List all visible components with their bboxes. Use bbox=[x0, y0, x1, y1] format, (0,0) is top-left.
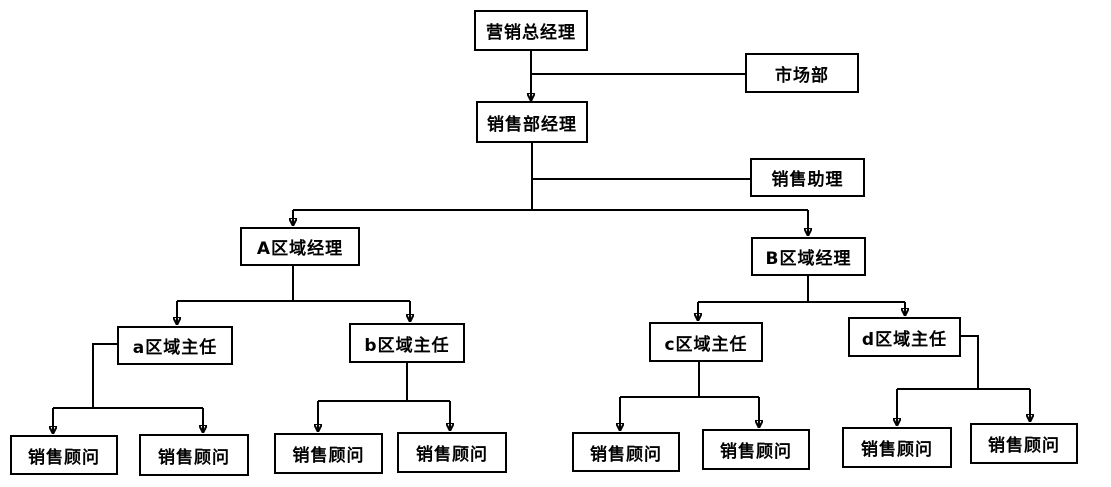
node-district-a-director: a区域主任 bbox=[117, 326, 233, 365]
node-district-c-director: c区域主任 bbox=[649, 322, 763, 362]
node-sales-manager: 销售部经理 bbox=[476, 101, 588, 143]
node-region-a-manager: A区域经理 bbox=[240, 227, 360, 266]
node-sales-consultant-6: 销售顾问 bbox=[702, 429, 810, 470]
node-sales-consultant-8: 销售顾问 bbox=[970, 423, 1078, 464]
node-district-d-director: d区域主任 bbox=[848, 317, 961, 357]
node-general-manager: 营销总经理 bbox=[474, 10, 588, 51]
node-sales-consultant-4: 销售顾问 bbox=[397, 432, 507, 473]
node-sales-assistant: 销售助理 bbox=[750, 158, 865, 197]
node-sales-consultant-2: 销售顾问 bbox=[139, 434, 249, 476]
connector-district-a-drop bbox=[92, 343, 117, 408]
node-sales-consultant-3: 销售顾问 bbox=[274, 433, 383, 474]
node-sales-consultant-5: 销售顾问 bbox=[572, 432, 680, 472]
node-region-b-manager: B区域经理 bbox=[751, 237, 866, 276]
node-sales-consultant-1: 销售顾问 bbox=[10, 435, 118, 475]
connector-district-d-drop bbox=[961, 335, 979, 389]
node-district-b-director: b区域主任 bbox=[349, 323, 465, 363]
node-marketing-dept: 市场部 bbox=[745, 53, 859, 93]
node-sales-consultant-7: 销售顾问 bbox=[842, 427, 952, 468]
